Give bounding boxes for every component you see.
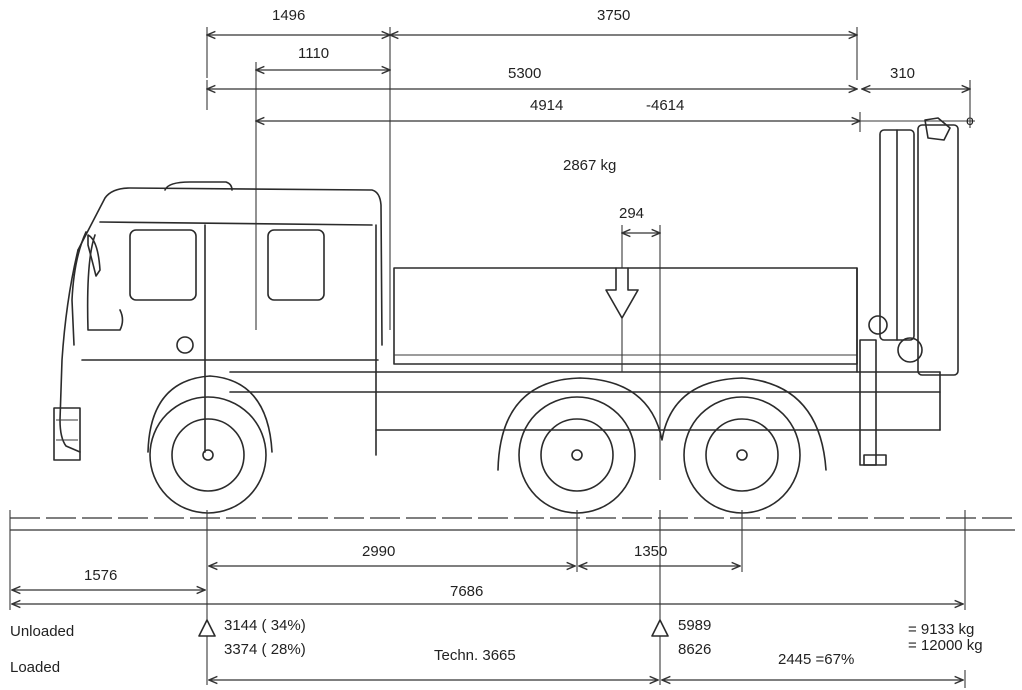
truck-drawing [53, 117, 959, 514]
rear-fender [497, 377, 827, 471]
dim-label-2990: 2990 [362, 543, 395, 560]
dim-label-1576: 1576 [84, 567, 117, 584]
rear-window [267, 229, 325, 301]
total-unloaded: = 9133 kg [908, 621, 974, 638]
total-loaded: = 12000 kg [908, 637, 983, 654]
payload-mass-label: 2867 kg [563, 157, 616, 174]
crane [859, 117, 959, 466]
front-fender [147, 375, 273, 453]
rear-axle-unloaded: 5989 [678, 617, 711, 634]
rear-axle-marker-icon [651, 619, 669, 637]
dim-label-minus-4614: -4614 [646, 97, 684, 114]
front-window [129, 229, 197, 301]
dim-label-7686: 7686 [450, 583, 483, 600]
cab-outline [77, 187, 383, 346]
dim-label-5300: 5300 [508, 65, 541, 82]
dim-label-294: 294 [619, 205, 644, 222]
dim-label-4914: 4914 [530, 97, 563, 114]
door-handle [176, 336, 194, 354]
weight-table: Unloaded Loaded 3144 ( 34%) 3374 ( 28%) … [10, 617, 983, 688]
dim-label-3750: 3750 [597, 7, 630, 24]
technical-value: Techn. 3665 [434, 647, 516, 664]
front-axle-unloaded: 3144 ( 34%) [224, 617, 306, 634]
svg-text:o: o [966, 112, 974, 128]
load-arrow [605, 267, 639, 319]
rear-tech-value: 2445 =67% [778, 651, 854, 668]
ground-and-bottom-dims: 1576 2990 1350 7686 [9, 510, 1015, 685]
grille [53, 407, 81, 461]
rear-wheel-1 [518, 396, 636, 514]
load-body [393, 267, 858, 365]
unloaded-label: Unloaded [10, 623, 74, 640]
rear-axle-loaded: 8626 [678, 641, 711, 658]
windshield [86, 234, 124, 331]
dim-label-1350: 1350 [634, 543, 667, 560]
front-axle-loaded: 3374 ( 28%) [224, 641, 306, 658]
rear-wheel-2 [683, 396, 801, 514]
dim-label-310: 310 [890, 65, 915, 82]
dim-label-1110: 1110 [298, 45, 329, 62]
loaded-label: Loaded [10, 659, 60, 676]
dim-label-1496: 1496 [272, 7, 305, 24]
top-dimension-lines: 1496 3750 1110 5300 310 4914 -4614 o 286… [207, 7, 975, 480]
front-axle-marker-icon [198, 619, 216, 637]
front-wheel [149, 396, 267, 514]
